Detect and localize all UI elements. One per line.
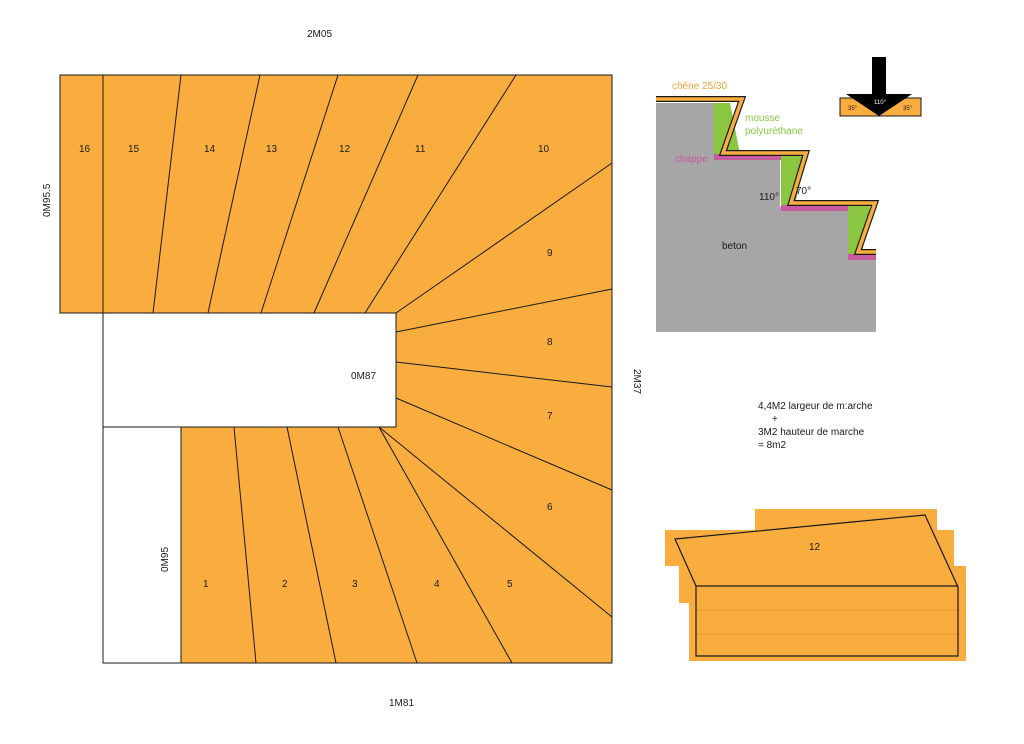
step-number: 14 [204,144,216,155]
foam-wedge [848,205,870,254]
step-number: 4 [434,579,440,590]
foam-wedge [714,103,740,154]
angle-obtuse-label: 110° [759,192,779,203]
tread-step-label: 12 [809,542,821,553]
concrete-body [656,103,876,332]
dimension-left: 0M95.5 [42,183,53,217]
step-number: 5 [507,579,513,590]
note-line: + [772,414,778,425]
board [689,603,966,661]
cut-angle-right: 35° [903,106,913,112]
cut-angle-center: 110° [874,100,887,106]
angle-acute-label: 70° [796,186,811,197]
step-number: 8 [547,337,553,348]
step-number: 3 [352,579,358,590]
step-number: 16 [79,144,91,155]
screed-strip [781,205,848,211]
step-number: 13 [266,144,278,155]
cut-angle-left: 35° [848,106,858,112]
step-number: 15 [128,144,140,155]
step-number: 10 [538,144,550,155]
dimension-lower-left: 0M95 [160,547,171,572]
screed-strip [848,254,876,260]
oak-tread-riser [656,97,878,254]
note-line: 3M2 hauteur de marche [758,427,865,438]
winder-tread-lines [378,288,613,618]
dimension-right: 2M37 [631,369,642,394]
board [665,530,954,566]
foam-label: mousse [745,113,780,124]
screed-label: chappe [675,154,708,165]
step-section-detail: chêne 25/30 mousse polyuréthane chappe 1… [656,81,880,332]
oak-label: chêne 25/30 [672,81,727,92]
dimension-inner: 0M87 [351,371,376,382]
board-seams [696,609,960,635]
staircase-plan: 1 2 3 4 5 6 7 8 9 10 11 12 13 14 15 16 2… [42,29,642,709]
down-arrow-icon [846,57,912,116]
dimension-top: 2M05 [307,29,332,40]
stair-well [102,312,397,428]
landing-void [102,426,182,664]
screed-strip [714,154,781,160]
step-number: 1 [203,579,209,590]
cut-angle-indicator: 110° 35° 35° [839,57,922,117]
lower-tread-lines [233,426,513,664]
foam-label: polyuréthane [745,126,803,137]
step-number: 7 [547,411,553,422]
step-number: 2 [282,579,288,590]
note-line: = 8m2 [758,440,787,451]
step-number: 9 [547,248,553,259]
note-line: 4,4M2 largeur de m:arche [758,401,873,412]
step-number: 12 [339,144,351,155]
area-calculation-note: 4,4M2 largeur de m:arche + 3M2 hauteur d… [758,400,873,452]
tread-cut-detail: 12 [665,509,966,661]
board [679,566,966,603]
step-numbers: 1 2 3 4 5 6 7 8 9 10 11 12 13 14 15 16 [79,144,553,590]
upper-tread-lines [102,74,613,314]
dimension-bottom: 1M81 [389,698,414,709]
step-number: 11 [415,144,426,155]
step-number: 6 [547,502,553,513]
board [755,509,937,531]
concrete-label: beton [722,241,747,252]
